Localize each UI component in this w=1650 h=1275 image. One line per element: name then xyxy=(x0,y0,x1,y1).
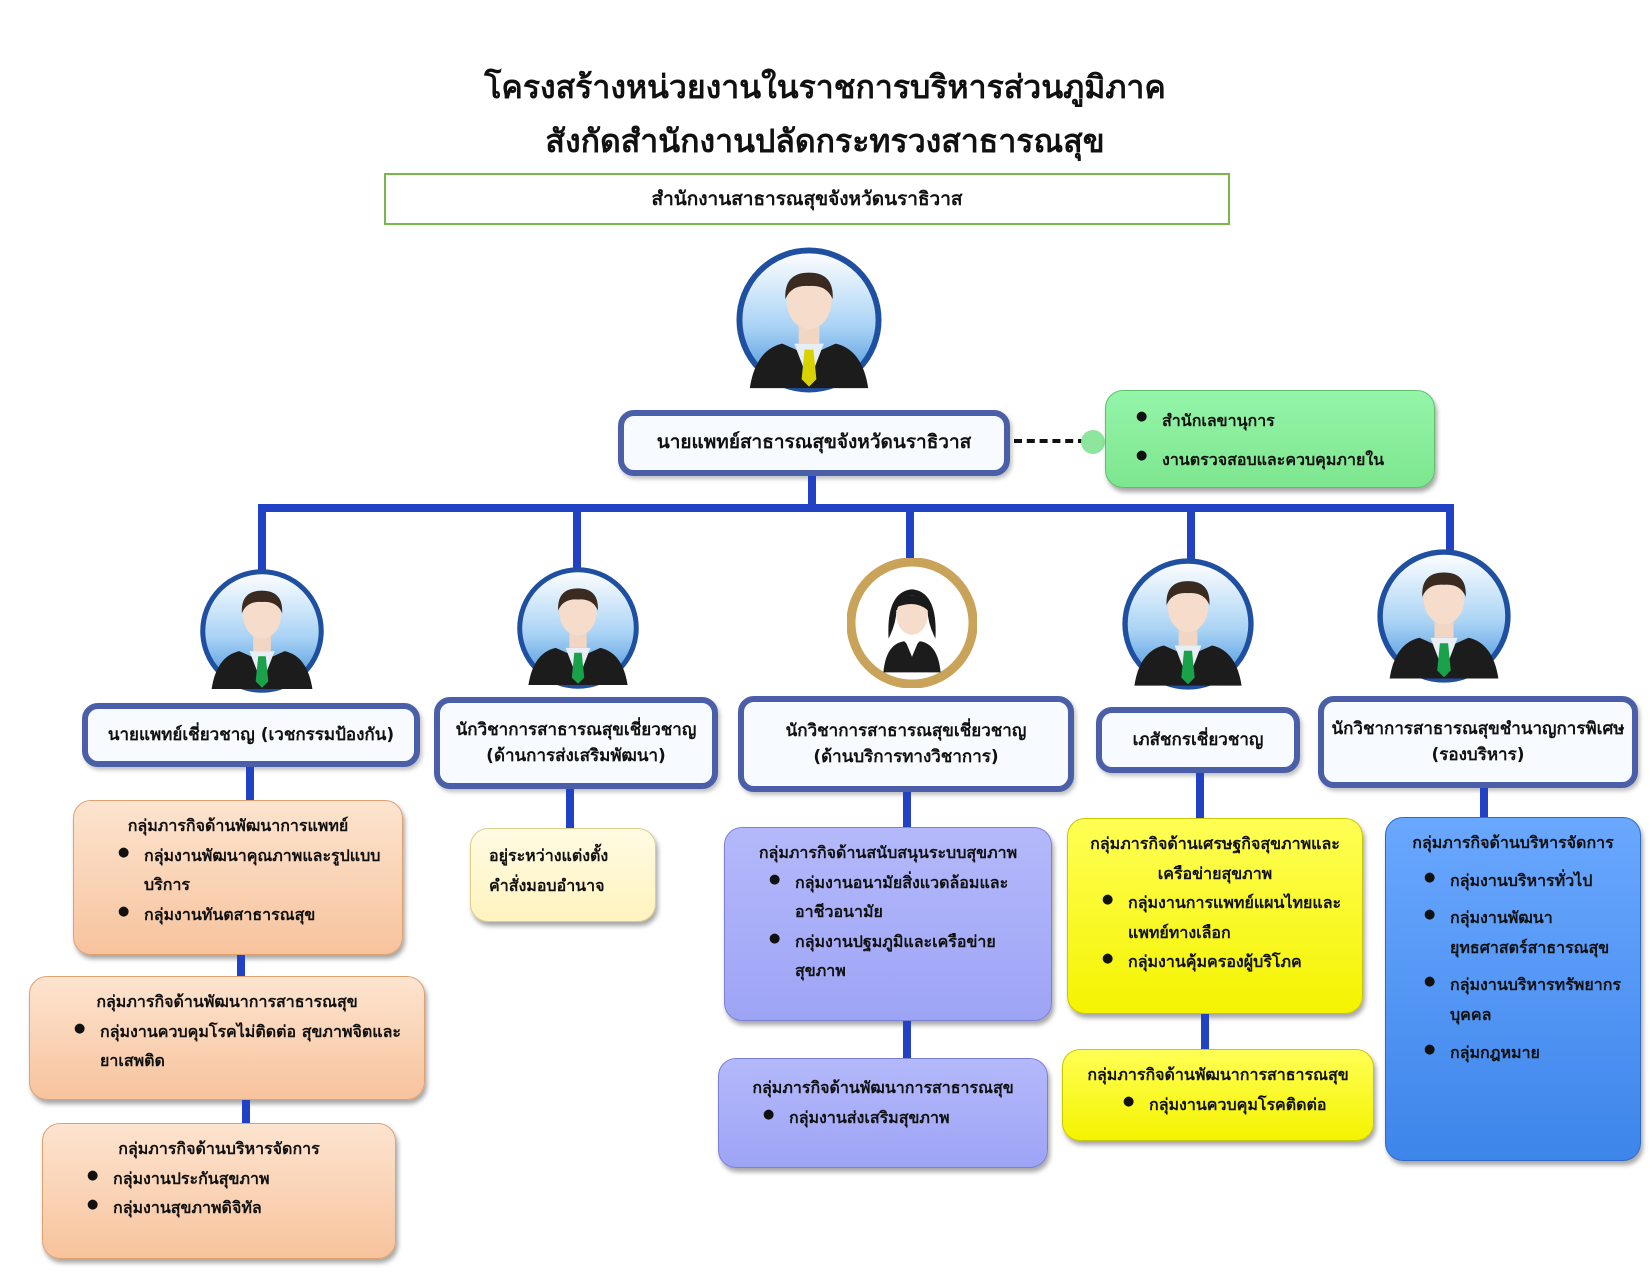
division-5-position-box: นักวิชาการสาธารณสุขชำนาญการพิเศษ (รองบริ… xyxy=(1318,696,1638,788)
group-item: กลุ่มงานบริหารทรัพยากรบุคคล xyxy=(1424,970,1628,1029)
group-title: กลุ่มภารกิจด้านพัฒนาการแพทย์ xyxy=(127,816,349,835)
group-item: กลุ่มงานควบคุมโรคติดต่อ xyxy=(1123,1090,1359,1120)
group-item: กลุ่มงานส่งเสริมสุขภาพ xyxy=(763,1103,1033,1133)
connector-d4-g2 xyxy=(1201,1014,1209,1050)
organization-box: สำนักงานสาธารณสุขจังหวัดนราธิวาส xyxy=(384,173,1230,225)
connector-division-1 xyxy=(258,504,266,570)
group-item: กลุ่มงานอนามัยสิ่งแวดล้อมและอาชีวอนามัย xyxy=(769,868,1037,927)
connector-d1-g1 xyxy=(246,767,254,801)
group-item: กลุ่มงานคุ้มครองผู้บริโภค xyxy=(1102,947,1348,977)
connector-horizontal xyxy=(258,504,1454,512)
division-4-group-2: กลุ่มภารกิจด้านพัฒนาการสาธารณสุข กลุ่มงา… xyxy=(1062,1049,1374,1141)
group-item: กลุ่มงานประกันสุขภาพ xyxy=(87,1164,381,1194)
support-connector-dot xyxy=(1081,430,1105,454)
head-avatar-icon xyxy=(735,246,883,394)
division-4-group-1: กลุ่มภารกิจด้านเศรษฐกิจสุขภาพและเครือข่า… xyxy=(1067,818,1363,1014)
connector-d1-g3 xyxy=(242,1100,250,1124)
support-units-box: สำนักเลขานุการ งานตรวจสอบและควบคุมภายใน xyxy=(1105,390,1435,488)
group-title: กลุ่มภารกิจด้านสนับสนุนระบบสุขภาพ xyxy=(758,843,1018,862)
connector-division-5 xyxy=(1446,504,1454,550)
division-4-avatar-icon xyxy=(1121,557,1255,691)
division-3-group-2: กลุ่มภารกิจด้านพัฒนาการสาธารณสุข กลุ่มงา… xyxy=(718,1058,1048,1168)
division-1-position-box: นายแพทย์เชี่ยวชาญ (เวชกรรมป้องกัน) xyxy=(82,703,420,767)
division-3-avatar-icon xyxy=(847,558,977,688)
group-title: กลุ่มภารกิจด้านพัฒนาการสาธารณสุข xyxy=(1087,1065,1349,1084)
division-5-title-line-1: นักวิชาการสาธารณสุขชำนาญการพิเศษ xyxy=(1331,718,1625,739)
pending-line-1: อยู่ระหว่างแต่งตั้ง xyxy=(489,846,609,865)
division-5-avatar-icon xyxy=(1376,548,1512,684)
group-title: กลุ่มภารกิจด้านบริหารจัดการ xyxy=(118,1139,320,1158)
division-5-title-line-2: (รองบริหาร) xyxy=(1431,745,1525,765)
division-2-title-line-1: นักวิชาการสาธารณสุขเชี่ยวชาญ xyxy=(455,719,697,740)
group-item: กลุ่มงานสุขภาพดิจิทัล xyxy=(87,1193,381,1223)
division-5-group-1: กลุ่มภารกิจด้านบริหารจัดการ กลุ่มงานบริห… xyxy=(1385,817,1641,1161)
support-unit-item: งานตรวจสอบและควบคุมภายใน xyxy=(1136,440,1424,479)
head-position-box: นายแพทย์สาธารณสุขจังหวัดนราธิวาส xyxy=(618,410,1010,476)
group-item: กลุ่มงานการแพทย์แผนไทยและแพทย์ทางเลือก xyxy=(1102,888,1348,947)
division-1-avatar-icon xyxy=(199,568,325,694)
group-title: กลุ่มภารกิจด้านบริหารจัดการ xyxy=(1412,833,1614,852)
chart-title-line-1: โครงสร้างหน่วยงานในราชการบริหารส่วนภูมิภ… xyxy=(484,68,1166,106)
group-item: กลุ่มงานทันตสาธารณสุข xyxy=(118,900,388,930)
connector-d4-g1 xyxy=(1196,773,1204,819)
connector-division-3 xyxy=(906,504,914,560)
group-item: กลุ่มงานพัฒนายุทธศาสตร์สาธารณสุข xyxy=(1424,903,1628,962)
connector-d3-g1 xyxy=(903,792,911,828)
group-title: กลุ่มภารกิจด้านเศรษฐกิจสุขภาพและเครือข่า… xyxy=(1090,834,1340,883)
division-1-group-3: กลุ่มภารกิจด้านบริหารจัดการ กลุ่มงานประก… xyxy=(42,1123,396,1259)
head-position-title: นายแพทย์สาธารณสุขจังหวัดนราธิวาส xyxy=(656,431,972,454)
support-connector xyxy=(1014,439,1086,443)
connector-d5-g1 xyxy=(1480,788,1488,818)
group-item: กลุ่มงานพัฒนาคุณภาพและรูปแบบบริการ xyxy=(118,841,388,900)
division-3-title-line-1: นักวิชาการสาธารณสุขเชี่ยวชาญ xyxy=(785,720,1027,741)
group-item: กลุ่มกฎหมาย xyxy=(1424,1038,1628,1068)
division-1-group-1: กลุ่มภารกิจด้านพัฒนาการแพทย์ กลุ่มงานพัฒ… xyxy=(73,800,403,955)
division-2-pending-box: อยู่ระหว่างแต่งตั้ง คำสั่งมอบอำนาจ xyxy=(470,828,656,922)
chart-title-line-2: สังกัดสำนักงานปลัดกระทรวงสาธารณสุข xyxy=(545,122,1105,160)
pending-line-2: คำสั่งมอบอำนาจ xyxy=(489,875,605,895)
connector-head-down xyxy=(808,476,816,508)
division-3-title-line-2: (ด้านบริการทางวิชาการ) xyxy=(813,747,999,767)
division-3-position-box: นักวิชาการสาธารณสุขเชี่ยวชาญ (ด้านบริการ… xyxy=(738,696,1074,792)
connector-d3-g2 xyxy=(903,1021,911,1059)
division-4-position-box: เภสัชกรเชี่ยวชาญ xyxy=(1096,707,1300,773)
connector-division-2 xyxy=(573,504,581,570)
division-2-title-line-2: (ด้านการส่งเสริมพัฒนา) xyxy=(486,746,666,766)
group-title: กลุ่มภารกิจด้านพัฒนาการสาธารณสุข xyxy=(752,1078,1014,1097)
connector-d1-g2 xyxy=(237,955,245,977)
division-2-position-box: นักวิชาการสาธารณสุขเชี่ยวชาญ (ด้านการส่ง… xyxy=(434,697,718,789)
connector-division-4 xyxy=(1187,504,1195,560)
division-1-group-2: กลุ่มภารกิจด้านพัฒนาการสาธารณสุข กลุ่มงา… xyxy=(29,976,425,1100)
group-item: กลุ่มงานควบคุมโรคไม่ติดต่อ สุขภาพจิตและย… xyxy=(74,1017,410,1076)
division-4-title: เภสัชกรเชี่ยวชาญ xyxy=(1132,729,1264,750)
division-2-avatar-icon xyxy=(516,566,640,690)
support-unit-item: สำนักเลขานุการ xyxy=(1136,401,1424,440)
division-3-group-1: กลุ่มภารกิจด้านสนับสนุนระบบสุขภาพ กลุ่มง… xyxy=(724,827,1052,1021)
organization-name: สำนักงานสาธารณสุขจังหวัดนราธิวาส xyxy=(651,188,963,210)
group-title: กลุ่มภารกิจด้านพัฒนาการสาธารณสุข xyxy=(96,992,358,1011)
group-item: กลุ่มงานบริหารทั่วไป xyxy=(1424,866,1628,896)
group-item: กลุ่มงานปฐมภูมิและเครือข่ายสุขภาพ xyxy=(769,927,1037,986)
division-1-title: นายแพทย์เชี่ยวชาญ (เวชกรรมป้องกัน) xyxy=(107,724,395,745)
connector-d2-pending xyxy=(566,789,574,829)
